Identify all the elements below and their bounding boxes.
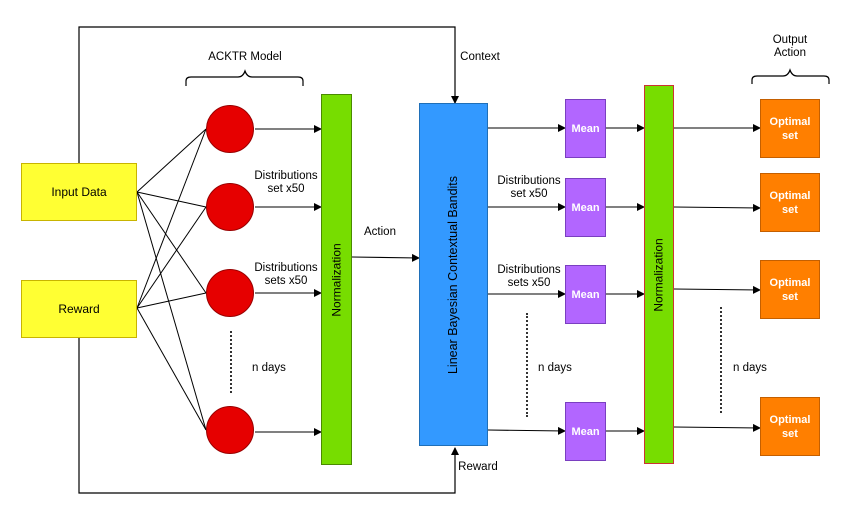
- mean-label: Mean: [571, 288, 600, 301]
- distributions-label-top: Distributions set x50: [254, 170, 318, 195]
- mean-output-arrows: [606, 124, 645, 435]
- n-days-label-right: n days: [733, 362, 767, 374]
- neuron-3: [206, 269, 254, 317]
- reward-feedback-label: Reward: [458, 461, 498, 473]
- normalization-label-left: Normalization: [329, 242, 344, 317]
- normalization-output-arrows: [673, 124, 761, 432]
- optimal-set-label: Optimal set: [769, 189, 811, 216]
- optimal-set-box-2: Optimal set: [760, 173, 820, 232]
- n-days-label-mid: n days: [538, 362, 572, 374]
- neuron-ellipsis: [230, 331, 232, 393]
- mean-label: Mean: [571, 122, 600, 135]
- output-action-title: Output Action: [772, 34, 808, 59]
- bandit-output-arrows: [487, 124, 566, 435]
- normalization-label-right: Normalization: [652, 237, 667, 312]
- normalization-block-left: Normalization: [321, 94, 352, 465]
- optimal-set-box-4: Optimal set: [760, 397, 820, 456]
- input-data-label: Input Data: [51, 185, 107, 199]
- neuron-output-arrows: [255, 125, 322, 436]
- input-data-box: Input Data: [21, 163, 137, 221]
- bandits-label: Linear Bayesian Contextual Bandits: [446, 175, 461, 374]
- context-loop-line: [78, 26, 459, 165]
- distributions-label-mid: Distributions sets x50: [254, 262, 318, 287]
- mean-label: Mean: [571, 201, 600, 214]
- reward-input-box: Reward: [21, 280, 137, 338]
- context-label: Context: [460, 51, 500, 63]
- n-days-label-left: n days: [252, 362, 286, 374]
- mean-box-2: Mean: [565, 178, 606, 237]
- distributions-label-right-1: Distributions set x50: [497, 175, 561, 200]
- neuron-1: [206, 105, 254, 153]
- optimal-set-label: Optimal set: [769, 115, 811, 142]
- mean-box-4: Mean: [565, 402, 606, 461]
- neuron-4: [206, 406, 254, 454]
- action-arrow: [351, 253, 420, 262]
- reward-loop-line: [78, 280, 459, 494]
- reward-input-label: Reward: [58, 302, 100, 316]
- mean-box-1: Mean: [565, 99, 606, 158]
- acktr-brace: [185, 69, 304, 86]
- output-ellipsis: [720, 307, 722, 413]
- optimal-set-box-1: Optimal set: [760, 99, 820, 158]
- action-label: Action: [364, 226, 396, 238]
- optimal-set-box-3: Optimal set: [760, 260, 820, 319]
- distributions-label-right-2: Distributions sets x50: [497, 264, 561, 289]
- mean-box-3: Mean: [565, 265, 606, 324]
- output-brace: [751, 68, 830, 84]
- acktr-model-title: ACKTR Model: [208, 51, 282, 63]
- optimal-set-label: Optimal set: [769, 276, 811, 303]
- linear-bayesian-bandits-block: Linear Bayesian Contextual Bandits: [419, 103, 488, 446]
- optimal-set-label: Optimal set: [769, 413, 811, 440]
- mean-label: Mean: [571, 425, 600, 438]
- input-fan-lines: [136, 128, 207, 431]
- neuron-2: [206, 183, 254, 231]
- normalization-block-right: Normalization: [644, 85, 674, 464]
- bandit-ellipsis: [526, 313, 528, 417]
